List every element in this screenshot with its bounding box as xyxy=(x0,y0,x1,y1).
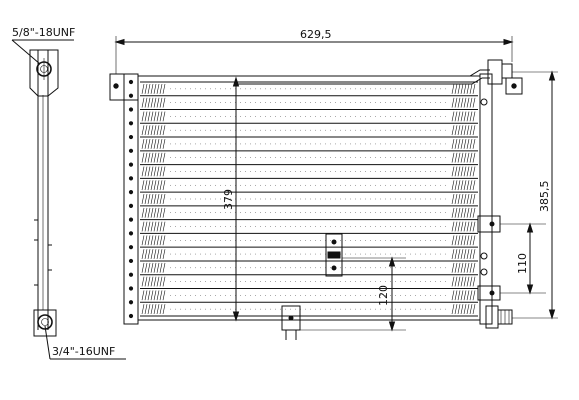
core-fins xyxy=(141,276,476,287)
inlet-pipe xyxy=(236,69,490,77)
core-fins xyxy=(141,249,476,260)
thread-label-bottom-text: 3/4"-16UNF xyxy=(52,345,115,358)
header-hole xyxy=(128,162,134,167)
header-hole xyxy=(128,245,134,250)
header-hole xyxy=(128,93,134,98)
core-fins xyxy=(141,207,476,218)
core-fins xyxy=(141,304,476,315)
core-fins xyxy=(141,111,476,122)
core-fins xyxy=(141,152,476,163)
dim-core-height: 379 xyxy=(222,76,240,322)
header-hole xyxy=(128,107,134,112)
center-bracket xyxy=(325,233,343,277)
top-right-bracket xyxy=(505,77,523,95)
thread-label-bottom: 3/4"-16UNF xyxy=(44,325,126,360)
header-hole xyxy=(128,190,134,195)
dim-bracket-spacing: 110 xyxy=(500,222,546,295)
dim-lower-bracket: 120 xyxy=(300,256,406,332)
core-fins xyxy=(141,194,476,204)
core-fins xyxy=(141,235,476,246)
inlet-fitting xyxy=(487,59,503,85)
dim-bracket-spacing-text: 110 xyxy=(516,253,529,274)
header-hole xyxy=(128,300,134,305)
bottom-fitting xyxy=(33,309,57,337)
header-hole xyxy=(128,231,134,236)
core-fins xyxy=(141,262,476,273)
header-hole xyxy=(128,313,134,319)
thread-label-top: 5/8"-18UNF xyxy=(11,26,75,65)
header-hole xyxy=(128,217,134,222)
header-hole xyxy=(128,79,134,85)
core-fins xyxy=(141,166,476,177)
header-hole xyxy=(128,121,134,126)
header-hole xyxy=(128,134,134,140)
core-fins xyxy=(141,221,476,232)
dim-overall-height: 385,5 xyxy=(512,70,558,320)
top-fitting xyxy=(29,49,59,97)
dim-overall-width: 629,5 xyxy=(114,28,514,74)
header-holes xyxy=(128,79,134,319)
dim-lower-bracket-text: 120 xyxy=(377,285,390,306)
core-fins xyxy=(141,138,476,149)
side-view xyxy=(29,49,59,337)
thread-label-top-text: 5/8"-18UNF xyxy=(12,26,75,39)
front-view xyxy=(109,59,523,340)
header-hole xyxy=(128,148,134,153)
dim-overall-height-text: 385,5 xyxy=(538,181,551,213)
top-left-bracket xyxy=(109,73,139,101)
dim-overall-width-text: 629,5 xyxy=(300,28,332,41)
header-hole xyxy=(128,272,134,277)
core-fins xyxy=(141,180,476,191)
right-bracket-lower xyxy=(477,285,501,301)
core-tubes xyxy=(140,81,478,317)
dim-core-height-text: 379 xyxy=(222,189,235,210)
core-fins xyxy=(141,290,476,301)
core-fins xyxy=(141,97,476,108)
header-hole xyxy=(128,258,134,264)
right-bracket-upper xyxy=(477,215,501,233)
header-hole xyxy=(128,176,134,181)
core-fins xyxy=(141,83,476,94)
header-hole xyxy=(128,203,134,208)
header-hole xyxy=(128,286,134,291)
core-fins xyxy=(141,125,476,136)
